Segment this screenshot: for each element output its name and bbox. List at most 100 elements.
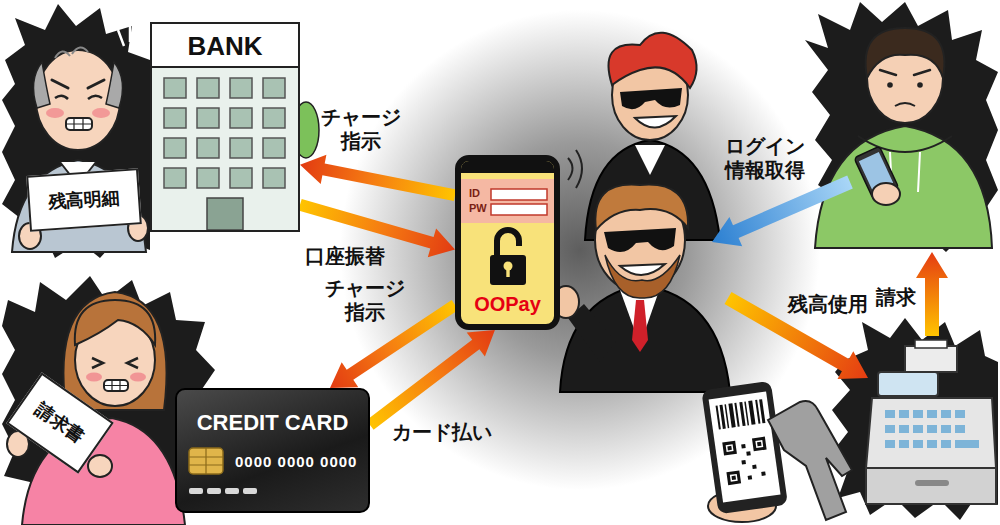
bank-windows-part-part [230,108,252,128]
phone-screen-part [461,179,554,223]
edge-label: 口座振替 [305,244,385,268]
woman [7,292,185,525]
cash-register-part-part [955,410,965,418]
woman-part [130,373,146,382]
phone-screen-part [490,255,526,285]
qr-phone-and-scanner-part [768,401,852,520]
phone-user-part [895,103,915,106]
fraudster-front [553,150,730,392]
edge-label: チャージ指示 [322,276,408,324]
qr-phone-and-scanner-part-part-part [746,451,751,456]
qr-phone-and-scanner-part-part [716,399,773,483]
elderly-man-part [52,80,104,88]
bank-windows-part-part [164,138,186,158]
bank-windows-part-part [197,108,219,128]
phone-user-part [880,70,930,75]
elderly-man [12,24,148,252]
fraudster-front-part [560,285,730,392]
cash-register-part [866,398,996,468]
cash-register-part [866,468,996,504]
fraudster-back-part [635,145,665,175]
qr-phone-and-scanner-part-part-part [741,460,746,465]
statement-text: 残高明細 [47,187,120,214]
elderly-man-part [12,160,146,252]
bank-windows-part-part [230,78,252,98]
bank-windows-part [164,78,285,188]
fraudster-back-part [635,116,676,128]
qr-phone-and-scanner-part-part-part [761,471,766,476]
credit-card: CREDIT CARD0000 0000 0000 [175,388,370,513]
bank-windows-part-part [230,138,252,158]
qr-phone-and-scanner-part-part-part [748,401,755,425]
phone-user-part [872,183,900,205]
cash-register-part-part [955,440,979,448]
cash-register-part-part [885,410,895,418]
qr-phone-and-scanner-part-part-part [741,444,746,449]
card-chip-part [189,448,223,474]
elderly-man-part [92,108,110,118]
elderly-man-part [106,62,123,108]
bank-windows-part-part [263,168,285,188]
woman-part [104,380,128,391]
cash-register-part-part [899,440,909,448]
invoice-text: 請求書 [32,399,89,448]
card-number: 0000 0000 0000 [235,453,357,471]
card-chip-part-part [189,488,203,494]
bank-windows [152,70,298,230]
qr-phone-and-scanner-part-part-part [720,405,726,429]
card-chip-part [189,488,257,494]
flow-arrow [712,176,948,379]
cash-register-part-part [885,425,895,433]
bank-windows-part-part [197,78,219,98]
qr-phone-and-scanner-part-part [701,381,788,515]
bank-windows-part-part [197,138,219,158]
woman-part [86,373,102,382]
woman-part [92,358,138,368]
edge-label: チャージ指示 [318,105,404,153]
card-chip [177,390,368,511]
center-glow-part [340,0,820,525]
cash-register-part-part [927,425,937,433]
phone-screen-part [491,204,547,215]
statement-paper: 残高明細 [26,168,142,232]
fraudster-front-part [604,228,676,252]
elderly-man-part [66,118,92,130]
pw-field-label: PW [469,202,487,215]
cash-register-part-part [913,440,923,448]
phone-user [815,28,992,248]
phone-screen-part [461,161,554,173]
card-chip-part [189,448,223,474]
invoice-paper: 請求書 [6,372,114,473]
cash-register-part-part [913,410,923,418]
cash-register-part [878,372,938,396]
woman-part [63,292,166,410]
elderly-man-part [55,96,102,99]
elderly-man-part [66,118,92,130]
cash-register-part-part [927,410,937,418]
cash-register [866,340,996,504]
flow-arrow-part [916,252,948,336]
edge-label: カード払い [392,420,492,444]
phone-user-part [866,28,945,78]
qr-phone-and-scanner-part-part-part [757,442,762,447]
qr-phone-and-scanner-part [701,381,788,515]
qr-phone-and-scanner-part-part-part [728,403,735,427]
flow-arrow [300,155,456,201]
bank-windows-part-part [197,168,219,188]
qr-phone-and-scanner-part-part-part [754,438,765,449]
cash-register-part-part [927,440,937,448]
cash-register-part-part [913,425,923,433]
flow-arrow-part [712,176,853,247]
phone-user-part [887,82,893,88]
qr-phone-and-scanner-part-part-part [724,404,729,428]
elderly-man-part [55,47,88,58]
bank-sign: BANK [152,24,298,68]
elderly-man-part [33,62,50,108]
cash-register-part-part [885,440,895,448]
shock-burst-part [830,318,998,520]
center-glow [340,0,820,525]
qr-phone-and-scanner-part-part-part [734,403,739,427]
qr-phone-and-scanner-part-part-part [748,475,753,480]
fraudster-front-part [568,150,582,188]
fraudster-front-part [605,255,680,298]
